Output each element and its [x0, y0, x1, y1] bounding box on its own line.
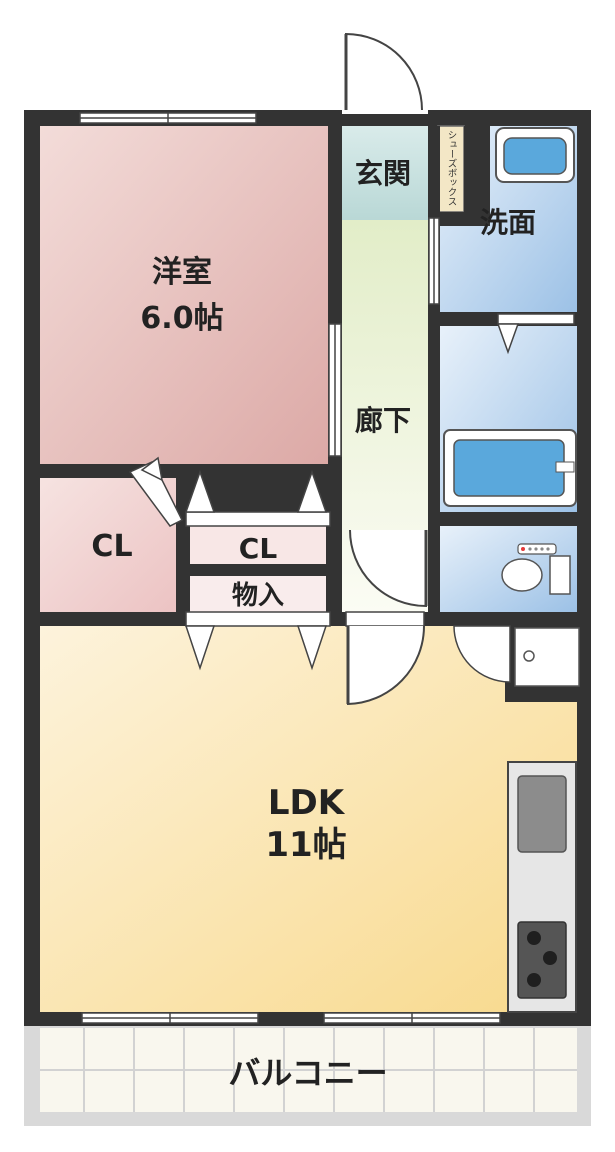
washing-machine-space: [514, 627, 580, 687]
front-door: [342, 32, 428, 114]
ldk-room: [40, 626, 577, 1012]
shoe-box-label: シューズボックス: [446, 130, 458, 206]
bathtub: [443, 429, 577, 507]
storage-label: 物入: [232, 581, 284, 611]
storage: [190, 576, 326, 612]
closet-center-label: CL: [239, 532, 278, 565]
closet-center: [190, 526, 326, 564]
western-room-name: 洋室: [152, 255, 212, 290]
hallway-label: 廊下: [355, 404, 411, 437]
closet-doors: [128, 456, 331, 671]
wash-basin: [495, 127, 575, 183]
closet-left-label: CL: [91, 529, 132, 564]
utility-door: [453, 625, 511, 683]
ldk-door: [345, 611, 425, 706]
entrance-label: 玄関: [355, 157, 411, 190]
washroom-label: 洗面: [480, 206, 536, 239]
bathroom-door: [496, 313, 575, 355]
kitchen-counter: [507, 761, 577, 1013]
window-western: [79, 112, 257, 124]
ldk-size: 11帖: [265, 825, 346, 865]
toilet: [501, 543, 571, 595]
balcony-label: バルコニー: [228, 1054, 387, 1092]
balcony: [24, 1018, 591, 1126]
toilet-door: [349, 529, 428, 608]
window-ldk-left: [81, 1012, 259, 1024]
ldk-name: LDK: [268, 783, 346, 823]
entrance: [342, 126, 428, 220]
western-sliding-door: [328, 323, 342, 457]
western-room-size: 6.0帖: [140, 301, 223, 336]
western-room: [40, 126, 328, 464]
window-ldk-right: [323, 1012, 501, 1024]
washroom-sliding-door: [428, 217, 440, 305]
